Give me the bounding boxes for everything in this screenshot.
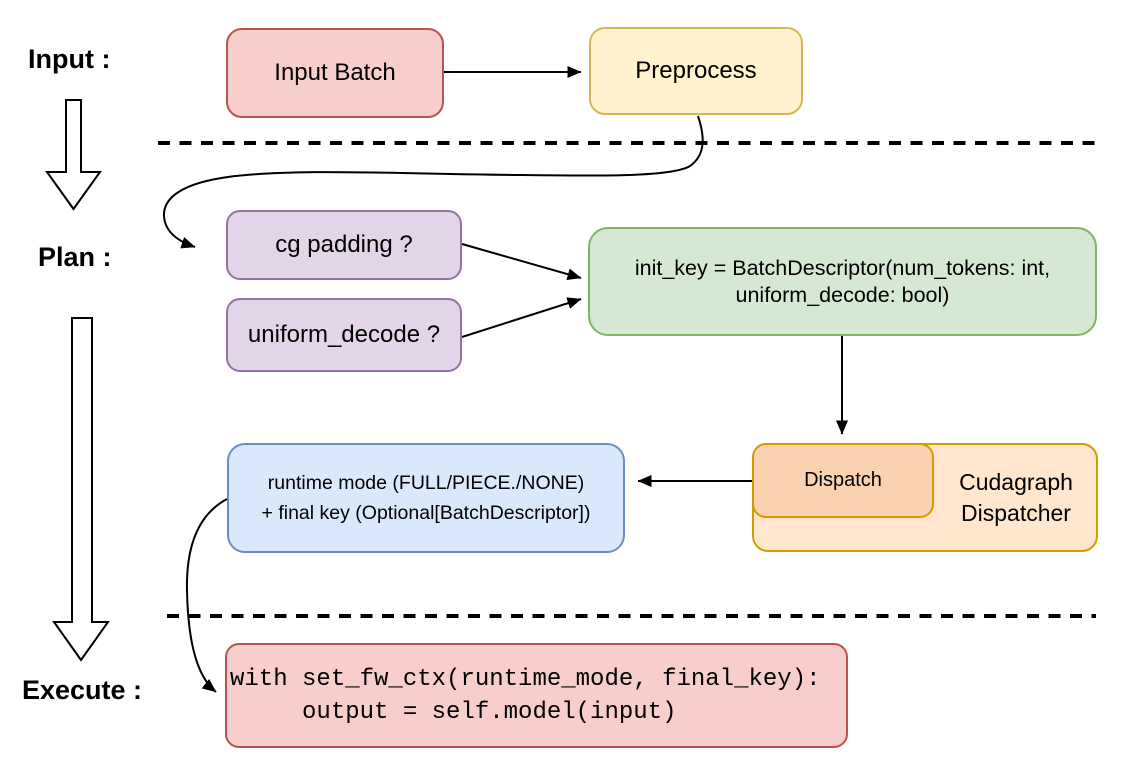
input-to-plan-hollow-arrow <box>45 99 102 211</box>
node-init-key-line2: uniform_decode: bool) <box>735 282 950 307</box>
node-init-key-line1: init_key = BatchDescriptor(num_tokens: i… <box>634 255 1051 280</box>
node-dispatch-label: Dispatch <box>804 469 882 491</box>
stage-label-plan: Plan : <box>38 242 112 272</box>
plan-to-execute-hollow-arrow <box>52 317 110 662</box>
node-input-batch: Input Batch <box>226 28 444 118</box>
node-uniform-decode: uniform_decode ? <box>226 298 462 372</box>
node-cg-padding-label: cg padding ? <box>275 231 413 258</box>
node-cg-padding: cg padding ? <box>226 210 462 280</box>
arrow-uniform-decode-to-init-key <box>461 297 582 338</box>
node-uniform-decode-label: uniform_decode ? <box>247 321 441 348</box>
node-input-batch-label: Input Batch <box>274 59 396 86</box>
arrow-cg-padding-to-init-key <box>461 243 582 281</box>
node-dispatch: Dispatch <box>752 443 934 518</box>
node-runtime-result-line2: + final key (Optional[BatchDescriptor]) <box>261 502 591 524</box>
node-runtime-result-line1: runtime mode (FULL/PIECE./NONE) <box>267 472 585 494</box>
stage-label-execute: Execute : <box>22 675 143 705</box>
node-cudagraph-dispatcher-line2: Dispatcher <box>961 499 1071 526</box>
node-execute-code: with set_fw_ctx(runtime_mode, final_key)… <box>225 643 848 748</box>
node-init-key: init_key = BatchDescriptor(num_tokens: i… <box>588 227 1097 336</box>
node-runtime-result: runtime mode (FULL/PIECE./NONE) + final … <box>227 443 625 553</box>
arrow-runtime-result-to-execute-code <box>185 498 228 693</box>
stage-label-input: Input : <box>28 44 111 74</box>
node-preprocess: Preprocess <box>589 27 803 115</box>
node-execute-code-line2: output = self.model(input) <box>230 698 677 726</box>
node-preprocess-label: Preprocess <box>635 57 757 84</box>
node-cudagraph-dispatcher-line1: Cudagraph <box>959 468 1073 495</box>
node-cudagraph-dispatcher-label: Cudagraph Dispatcher <box>936 445 1096 550</box>
node-execute-code-line1: with set_fw_ctx(runtime_mode, final_key)… <box>230 665 821 693</box>
